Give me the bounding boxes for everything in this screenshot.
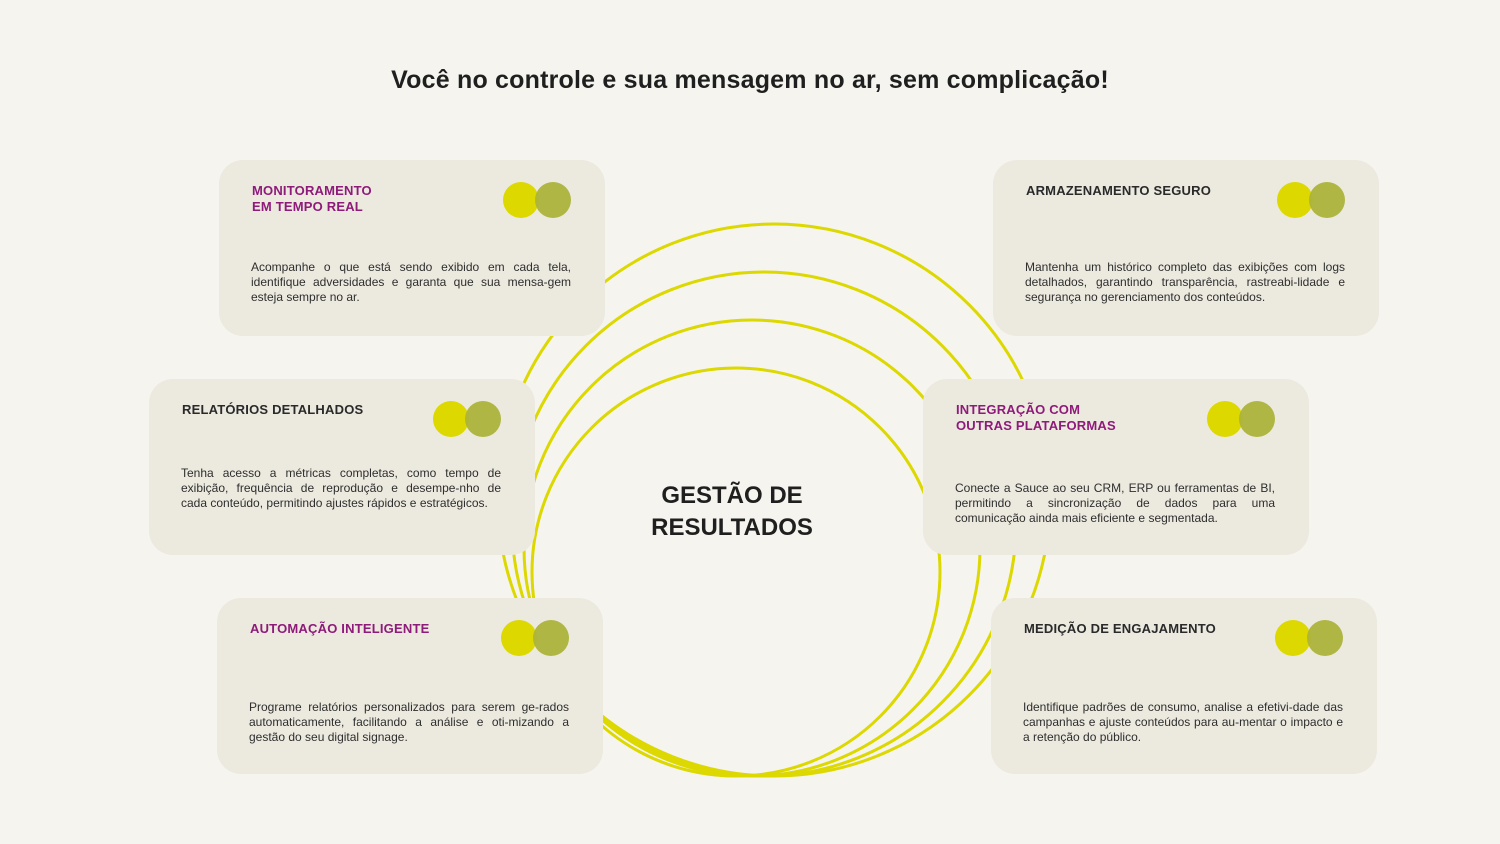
card-text: Programe relatórios personalizados para … [249, 700, 569, 744]
center-label-line2: RESULTADOS [651, 514, 813, 541]
card-title: MEDIÇÃO DE ENGAJAMENTO [1024, 621, 1216, 636]
card-monitoramento: MONITORAMENTO EM TEMPO REAL Acompanhe o … [219, 160, 605, 336]
page-title: Você no controle e sua mensagem no ar, s… [391, 66, 1109, 94]
card-text: Acompanhe o que está sendo exibido em ca… [251, 260, 571, 304]
card-title: ARMAZENAMENTO SEGURO [1026, 183, 1212, 198]
card-integracao: INTEGRAÇÃO COM OUTRAS PLATAFORMAS Conect… [923, 379, 1309, 555]
dots-icon [433, 401, 501, 437]
card-automacao: AUTOMAÇÃO INTELIGENTE Programe relatório… [217, 598, 603, 774]
ring-4 [530, 366, 942, 778]
card-text: Tenha acesso a métricas completas, como … [181, 466, 501, 510]
card-text: Identifique padrões de consumo, analise … [1023, 700, 1343, 744]
center-label-line1: GESTÃO DE [661, 482, 803, 509]
card-text: Conecte a Sauce ao seu CRM, ERP ou ferra… [955, 481, 1275, 525]
dots-icon [503, 182, 571, 218]
dots-icon [1207, 401, 1275, 437]
dots-icon [1277, 182, 1345, 218]
card-medicao: MEDIÇÃO DE ENGAJAMENTO Identifique padrõ… [991, 598, 1377, 774]
card-title: RELATÓRIOS DETALHADOS [182, 402, 364, 417]
card-armazenamento: ARMAZENAMENTO SEGURO Mantenha um históri… [993, 160, 1379, 336]
card-title: AUTOMAÇÃO INTELIGENTE [250, 621, 430, 636]
dots-icon [1275, 620, 1343, 656]
center-label: GESTÃO DE RESULTADOS [582, 480, 882, 544]
dots-icon [501, 620, 569, 656]
card-title: MONITORAMENTO EM TEMPO REAL [252, 183, 372, 214]
card-text: Mantenha um histórico completo das exibi… [1025, 260, 1345, 304]
card-relatorios: RELATÓRIOS DETALHADOS Tenha acesso a mét… [149, 379, 535, 555]
card-title: INTEGRAÇÃO COM OUTRAS PLATAFORMAS [956, 402, 1116, 433]
